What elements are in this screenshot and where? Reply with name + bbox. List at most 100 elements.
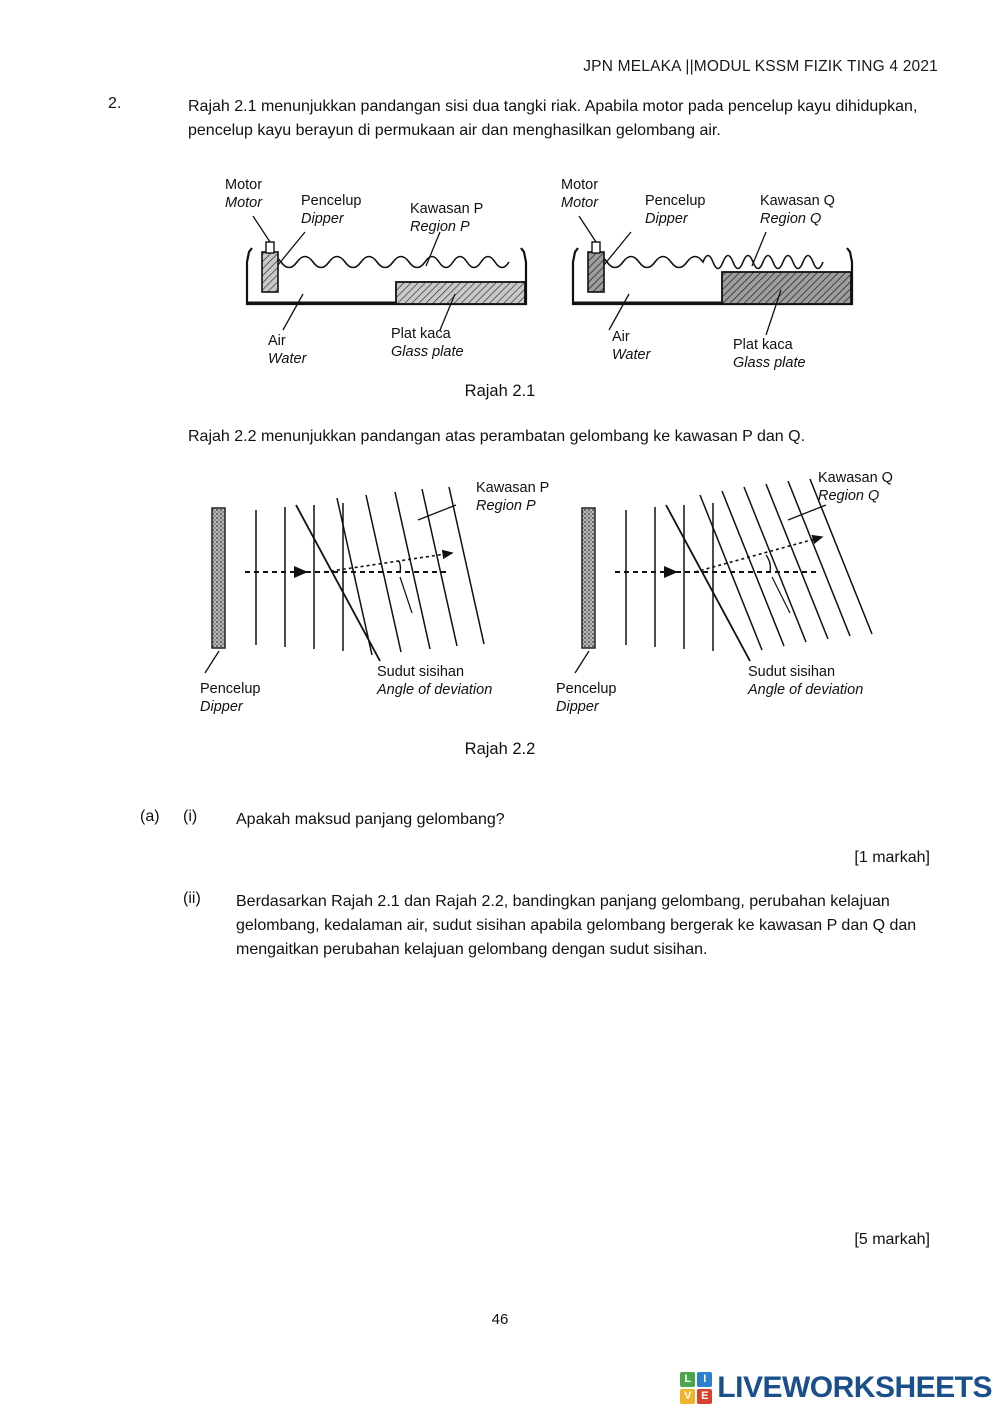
label-region-p-2-en: Region P bbox=[476, 498, 536, 514]
label-water-q: Air Water bbox=[612, 328, 650, 364]
motor-q-leader bbox=[578, 215, 597, 243]
label-water-q-ms: Air bbox=[612, 329, 630, 345]
label-water-q-en: Water bbox=[612, 347, 651, 363]
document-header: JPN MELAKA ||MODUL KSSM FIZIK TING 4 202… bbox=[583, 58, 938, 75]
label-motor-p: Motor Motor bbox=[225, 176, 262, 212]
figure-2-1-caption: Rajah 2.1 bbox=[464, 382, 536, 400]
glass-plate-q-leader bbox=[765, 289, 782, 336]
wavefront-diagram-q bbox=[574, 478, 873, 674]
label-angle-q-ms: Sudut sisihan bbox=[748, 664, 836, 680]
angle-label-leader-q bbox=[771, 576, 791, 614]
label-angle-p: Sudut sisihan Angle of deviation bbox=[377, 663, 492, 699]
label-region-q-en: Region Q bbox=[760, 211, 822, 227]
logo-cell-e: E bbox=[697, 1389, 713, 1404]
label-region-p-2-ms: Kawasan P bbox=[476, 480, 550, 496]
liveworksheets-logo-mark: L I V E bbox=[680, 1372, 713, 1404]
marks-label-1: [1 markah] bbox=[854, 849, 930, 866]
label-dipper-p-2-ms: Pencelup bbox=[200, 681, 261, 697]
label-water-p-ms: Air bbox=[268, 333, 286, 349]
dipper-q-stem bbox=[591, 241, 601, 254]
liveworksheets-logo[interactable]: L I V E LIVEWORKSHEETS bbox=[680, 1371, 992, 1405]
glass-plate-p bbox=[395, 281, 526, 305]
label-region-q-ms: Kawasan Q bbox=[760, 193, 835, 209]
part-a-i-roman: (i) bbox=[183, 808, 198, 825]
dipper-q-leader bbox=[603, 231, 632, 266]
liveworksheets-wordmark: LIVEWORKSHEETS bbox=[717, 1371, 992, 1404]
dipper-p-leader-2 bbox=[204, 650, 220, 674]
label-motor-p-ms: Motor bbox=[225, 177, 263, 193]
label-water-p-en: Water bbox=[268, 351, 307, 367]
label-angle-q-en: Angle of deviation bbox=[748, 682, 864, 698]
label-glass-plate-q-en: Glass plate bbox=[733, 355, 806, 371]
region-q-leader bbox=[751, 231, 767, 267]
angle-label-leader-p bbox=[399, 576, 413, 614]
angle-arc-q bbox=[765, 554, 772, 573]
figure-2-1-svg bbox=[245, 215, 854, 336]
label-region-q-2-ms: Kawasan Q bbox=[818, 470, 893, 486]
incident-wavefronts-q bbox=[625, 503, 714, 651]
dipper-bar-q bbox=[581, 507, 596, 649]
figure-2-2-statement: Rajah 2.2 menunjukkan pandangan atas per… bbox=[188, 428, 806, 445]
label-dipper-p-2: Pencelup Dipper bbox=[200, 680, 260, 716]
dipper-bar-p bbox=[211, 507, 226, 649]
label-dipper-p-ms: Pencelup bbox=[301, 193, 362, 209]
figure-2-2-caption: Rajah 2.2 bbox=[464, 740, 536, 758]
label-glass-plate-q: Plat kaca Glass plate bbox=[733, 336, 806, 372]
part-a-letter: (a) bbox=[140, 808, 160, 825]
label-glass-plate-p-ms: Plat kaca bbox=[391, 326, 451, 342]
deviated-ray-p bbox=[324, 549, 454, 573]
label-glass-plate-q-ms: Plat kaca bbox=[733, 337, 793, 353]
label-water-p: Air Water bbox=[268, 332, 306, 368]
tank-p-wave bbox=[264, 255, 510, 269]
region-p-leader bbox=[425, 231, 441, 267]
label-region-p-2: Kawasan P Region P bbox=[476, 479, 549, 515]
wavefront-diagram-p bbox=[204, 486, 485, 674]
question-number: 2. bbox=[108, 95, 122, 112]
logo-cell-l: L bbox=[680, 1372, 696, 1387]
label-region-q-2-en: Region Q bbox=[818, 488, 880, 504]
dipper-p-leader bbox=[277, 231, 306, 266]
dipper-q bbox=[587, 251, 605, 293]
label-motor-q: Motor Motor bbox=[561, 176, 598, 212]
label-glass-plate-p-en: Glass plate bbox=[391, 344, 464, 360]
ripple-tank-p bbox=[245, 215, 528, 331]
refracted-wavefronts-p bbox=[336, 486, 485, 656]
water-p-leader bbox=[282, 293, 304, 331]
dipper-q-leader-2 bbox=[574, 650, 590, 674]
label-dipper-p: Pencelup Dipper bbox=[301, 192, 361, 228]
label-glass-plate-p: Plat kaca Glass plate bbox=[391, 325, 464, 361]
label-dipper-q-2-en: Dipper bbox=[556, 699, 599, 715]
region-p-leader-2 bbox=[417, 504, 457, 521]
figure-2-2-svg bbox=[204, 478, 873, 674]
page-number: 46 bbox=[491, 1311, 509, 1328]
angle-arc-p bbox=[398, 560, 402, 573]
label-dipper-p-2-en: Dipper bbox=[200, 699, 243, 715]
deviated-ray-q bbox=[694, 534, 824, 573]
water-q-leader bbox=[608, 293, 630, 331]
question-stem: Rajah 2.1 menunjukkan pandangan sisi dua… bbox=[188, 98, 918, 139]
label-region-p-ms: Kawasan P bbox=[410, 201, 484, 217]
dipper-p bbox=[261, 251, 279, 293]
part-a-i-text: Apakah maksud panjang gelombang? bbox=[236, 811, 505, 828]
label-region-p: Kawasan P Region P bbox=[410, 200, 483, 236]
label-region-p-en: Region P bbox=[410, 219, 470, 235]
logo-cell-i: I bbox=[697, 1372, 713, 1387]
label-dipper-p-en: Dipper bbox=[301, 211, 344, 227]
figure-2-1: Motor Motor Pencelup Dipper Kawasan P Re… bbox=[0, 170, 1000, 375]
label-region-q: Kawasan Q Region Q bbox=[760, 192, 835, 228]
label-dipper-q-en: Dipper bbox=[645, 211, 688, 227]
region-q-leader-2 bbox=[787, 504, 827, 521]
boundary-line-q bbox=[665, 504, 751, 662]
refracted-wavefronts-q bbox=[699, 478, 873, 651]
label-region-q-2: Kawasan Q Region Q bbox=[818, 469, 893, 505]
logo-cell-v: V bbox=[680, 1389, 696, 1404]
label-dipper-q: Pencelup Dipper bbox=[645, 192, 705, 228]
marks-label-5: [5 markah] bbox=[854, 1231, 930, 1248]
glass-plate-q bbox=[721, 271, 852, 305]
tank-q-wave bbox=[590, 254, 824, 270]
motor-p-leader bbox=[252, 215, 271, 243]
label-dipper-q-2: Pencelup Dipper bbox=[556, 680, 616, 716]
figure-2-2: Kawasan P Region P Pencelup Dipper Sudut… bbox=[0, 465, 1000, 725]
label-dipper-q-2-ms: Pencelup bbox=[556, 681, 617, 697]
